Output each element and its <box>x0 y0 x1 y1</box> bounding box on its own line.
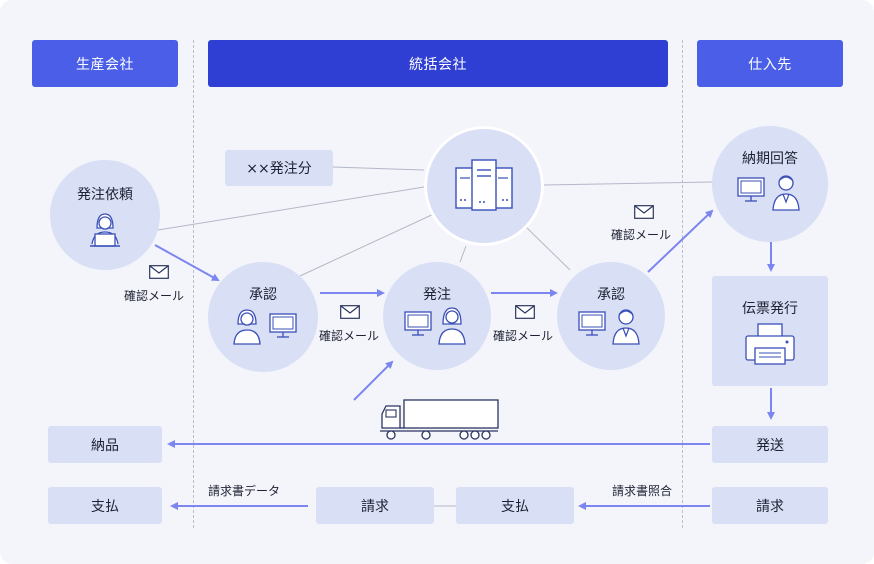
shipping-node: 発送 <box>712 426 828 463</box>
header-supplier: 仕入先 <box>697 40 843 87</box>
header-hq: 統括会社 <box>208 40 668 87</box>
divider-right <box>682 40 683 528</box>
person-monitor-icon <box>233 309 297 345</box>
server-node <box>424 126 544 246</box>
confirm-mail-label-4: 確認メール <box>611 228 672 242</box>
payment-left-node: 支払 <box>48 487 162 524</box>
billing-mid-node: 請求 <box>316 487 434 524</box>
invoice-data-label: 請求書データ <box>208 484 281 498</box>
order-request-node: 発注依頼 <box>50 160 160 270</box>
divider-left <box>193 40 194 528</box>
order-request-label: 発注依頼 <box>77 187 133 203</box>
mail-icon <box>340 305 360 319</box>
delivery-node: 納品 <box>48 426 162 463</box>
confirm-mail-label-2: 確認メール <box>319 329 380 343</box>
billing-mid-label: 請求 <box>361 498 389 515</box>
delivery-reply-node: 納期回答 <box>712 126 828 242</box>
header-producer-label: 生産会社 <box>76 56 134 73</box>
confirm-mail-label-1: 確認メール <box>124 289 185 303</box>
header-supplier-label: 仕入先 <box>748 56 792 73</box>
mail-icon <box>515 305 535 319</box>
mail-icon <box>149 265 169 279</box>
slip-issue-label: 伝票発行 <box>742 301 798 317</box>
person-monitor-icon <box>737 175 800 211</box>
truck-icon <box>380 399 499 440</box>
billing-right-node: 請求 <box>712 487 828 524</box>
mail-icon <box>634 205 654 219</box>
server-icon <box>455 159 513 211</box>
approval-left-node: 承認 <box>208 262 318 372</box>
printer-icon <box>745 323 795 365</box>
person-monitor-icon <box>404 307 466 345</box>
payment-mid-label: 支払 <box>501 498 529 515</box>
header-hq-label: 統括会社 <box>409 56 467 73</box>
header-producer: 生産会社 <box>32 40 178 87</box>
slip-issue-node: 伝票発行 <box>712 276 828 386</box>
payment-mid-node: 支払 <box>456 487 574 524</box>
approval-right-node: 承認 <box>557 262 665 370</box>
approval-right-label: 承認 <box>597 287 625 303</box>
order-batch-tag: ××発注分 <box>225 150 333 186</box>
approval-left-label: 承認 <box>249 287 277 303</box>
person-monitor-icon <box>578 309 640 345</box>
flow-arrows <box>154 209 775 510</box>
invoice-match-label: 請求書照合 <box>612 484 673 498</box>
shipping-label: 発送 <box>756 437 784 454</box>
billing-right-label: 請求 <box>756 498 784 515</box>
delivery-label: 納品 <box>91 437 119 454</box>
payment-left-label: 支払 <box>91 498 119 515</box>
person-laptop-icon <box>90 213 120 247</box>
server-spokes <box>157 166 713 507</box>
order-label: 発注 <box>423 287 451 303</box>
order-batch-tag-label: ××発注分 <box>246 161 312 177</box>
confirm-mail-label-3: 確認メール <box>493 329 554 343</box>
delivery-reply-label: 納期回答 <box>742 151 798 167</box>
order-node: 発注 <box>383 262 491 370</box>
